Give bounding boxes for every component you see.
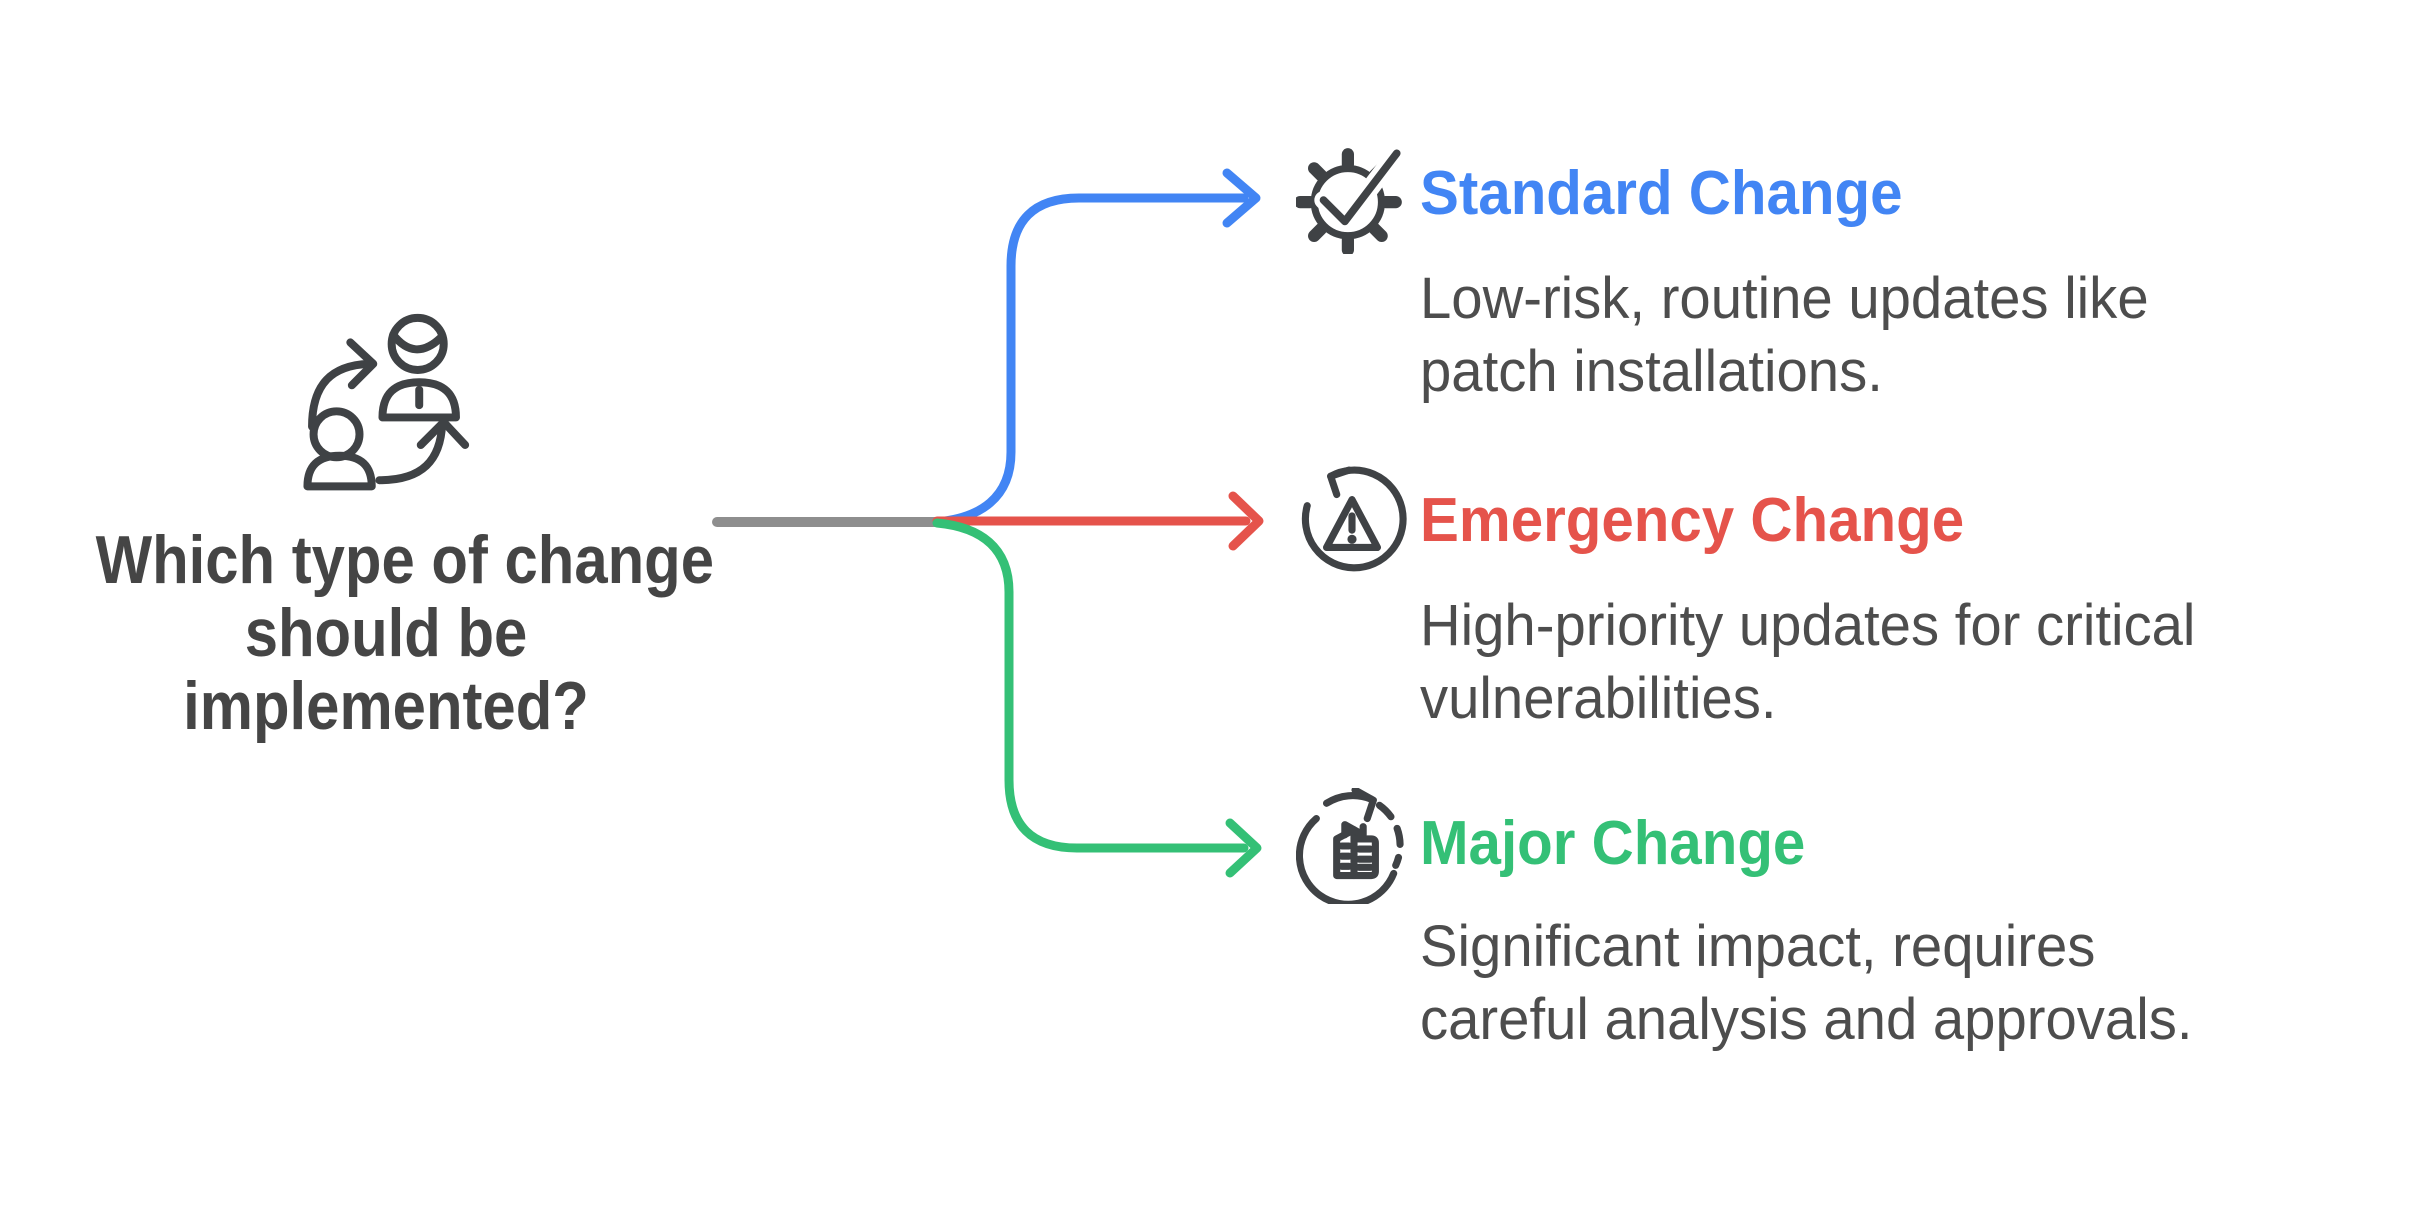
standard-branch-line [932, 193, 1249, 527]
question-line: Which type of change [95, 522, 714, 598]
emergency-change-heading: Emergency Change [1420, 486, 1965, 555]
description-line: Significant impact, requires [1420, 914, 2096, 979]
document-cycle-icon [1296, 788, 1404, 904]
emergency-arrowhead-icon [1228, 491, 1264, 551]
question-line: should be [244, 595, 528, 671]
description-line: High-priority updates for critical [1420, 593, 2196, 658]
major-change-heading: Major Change [1420, 809, 1806, 878]
major-change-description: Significant impact, requires careful ana… [1420, 910, 2192, 1056]
major-branch-line [932, 518, 1249, 853]
question-title: Which type of change should be implement… [95, 522, 714, 744]
gear-check-icon [1296, 144, 1406, 254]
alert-restore-icon [1301, 466, 1407, 572]
people-swap-icon [303, 313, 470, 491]
description-line: Low-risk, routine updates like [1420, 266, 2149, 331]
standard-arrowhead-icon [1222, 168, 1261, 228]
emergency-change-description: High-priority updates for critical vulne… [1420, 589, 2195, 735]
description-line: vulnerabilities. [1420, 666, 1777, 731]
standard-change-heading: Standard Change [1420, 159, 1903, 228]
major-arrowhead-icon [1225, 818, 1262, 878]
standard-change-description: Low-risk, routine updates like patch ins… [1420, 262, 2149, 408]
description-line: careful analysis and approvals. [1420, 987, 2193, 1052]
question-line: implemented? [183, 668, 589, 744]
description-line: patch installations. [1420, 339, 1883, 404]
